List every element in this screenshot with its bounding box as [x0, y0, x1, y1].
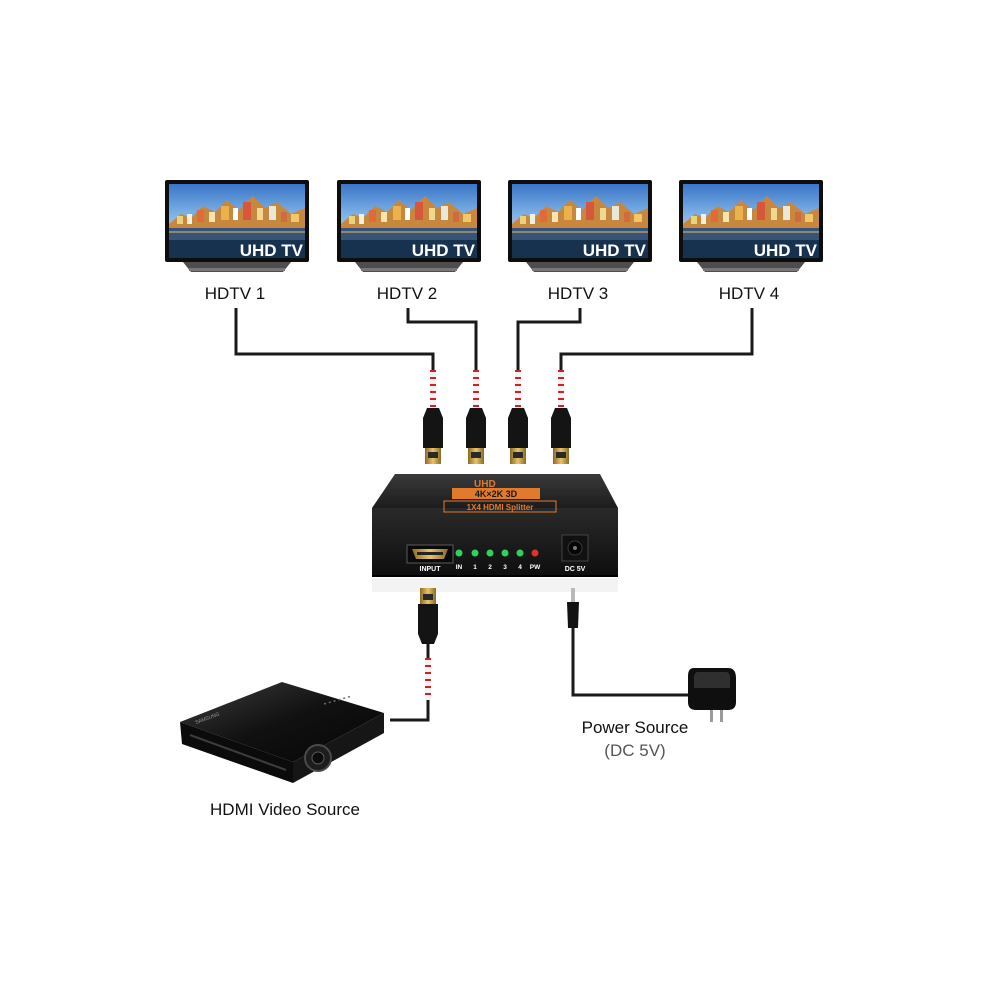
cable-hdtv-1 — [234, 308, 435, 372]
tv-3: UHD TV — [508, 180, 652, 272]
power-label: Power Source — [581, 718, 689, 737]
video-source-player: SAMSUNG — [180, 682, 384, 783]
tv-screen-text: UHD TV — [412, 241, 476, 260]
splitter-model: 1X4 HDMI Splitter — [467, 503, 534, 512]
hdmi-plug-icon — [551, 408, 571, 464]
cable-sleeves — [430, 370, 564, 408]
cable-hdtv-4 — [559, 308, 754, 372]
led-label-pw: PW — [530, 564, 541, 571]
led-4 — [516, 549, 524, 557]
led-3 — [501, 549, 509, 557]
hdmi-input-port — [406, 544, 454, 564]
splitter-resolution: 4K×2K 3D — [475, 489, 518, 499]
dc-power-jack — [561, 534, 589, 562]
hdmi-splitter: UHD 4K×2K 3D 1X4 HDMI Splitter INPUT IN — [372, 474, 618, 592]
tv-label-4: HDTV 4 — [718, 284, 780, 303]
led-1 — [471, 549, 479, 557]
tv-label-2: HDTV 2 — [376, 284, 438, 303]
led-label-2: 2 — [488, 564, 492, 571]
hdmi-plugs-output — [423, 408, 571, 464]
splitter-brand: UHD — [474, 479, 496, 490]
led-label-in: IN — [456, 564, 463, 571]
power-sublabel: (DC 5V) — [604, 741, 666, 760]
led-label-1: 1 — [473, 564, 477, 571]
led-pw — [531, 549, 539, 557]
led-2 — [486, 549, 494, 557]
tv-screen-text: UHD TV — [754, 241, 818, 260]
led-in — [455, 549, 463, 557]
tv-4: UHD TV — [679, 180, 823, 272]
output-cables — [234, 308, 754, 372]
dc-port-label: DC 5V — [565, 566, 586, 573]
source-label: HDMI Video Source — [210, 800, 360, 819]
hdmi-plug-icon — [418, 588, 438, 644]
tv-screen-text: UHD TV — [583, 241, 647, 260]
input-cable — [390, 588, 438, 722]
tv-screen-text: UHD TV — [240, 241, 304, 260]
tv-label-1: HDTV 1 — [204, 284, 266, 303]
led-label-3: 3 — [503, 564, 507, 571]
led-label-4: 4 — [518, 564, 522, 571]
tv-label-3: HDTV 3 — [547, 284, 609, 303]
cable-hdtv-3 — [516, 308, 582, 372]
tv-2: UHD TV — [337, 180, 481, 272]
power-cable — [567, 588, 690, 697]
hdmi-plug-icon — [466, 408, 486, 464]
input-port-label: INPUT — [420, 566, 442, 573]
hdmi-plug-icon — [508, 408, 528, 464]
cable-hdtv-2 — [406, 308, 478, 372]
power-adapter-icon — [688, 668, 736, 722]
tv-1: UHD TV — [165, 180, 309, 272]
status-leds: IN 1 2 3 4 PW — [455, 549, 541, 571]
hdmi-plug-icon — [423, 408, 443, 464]
